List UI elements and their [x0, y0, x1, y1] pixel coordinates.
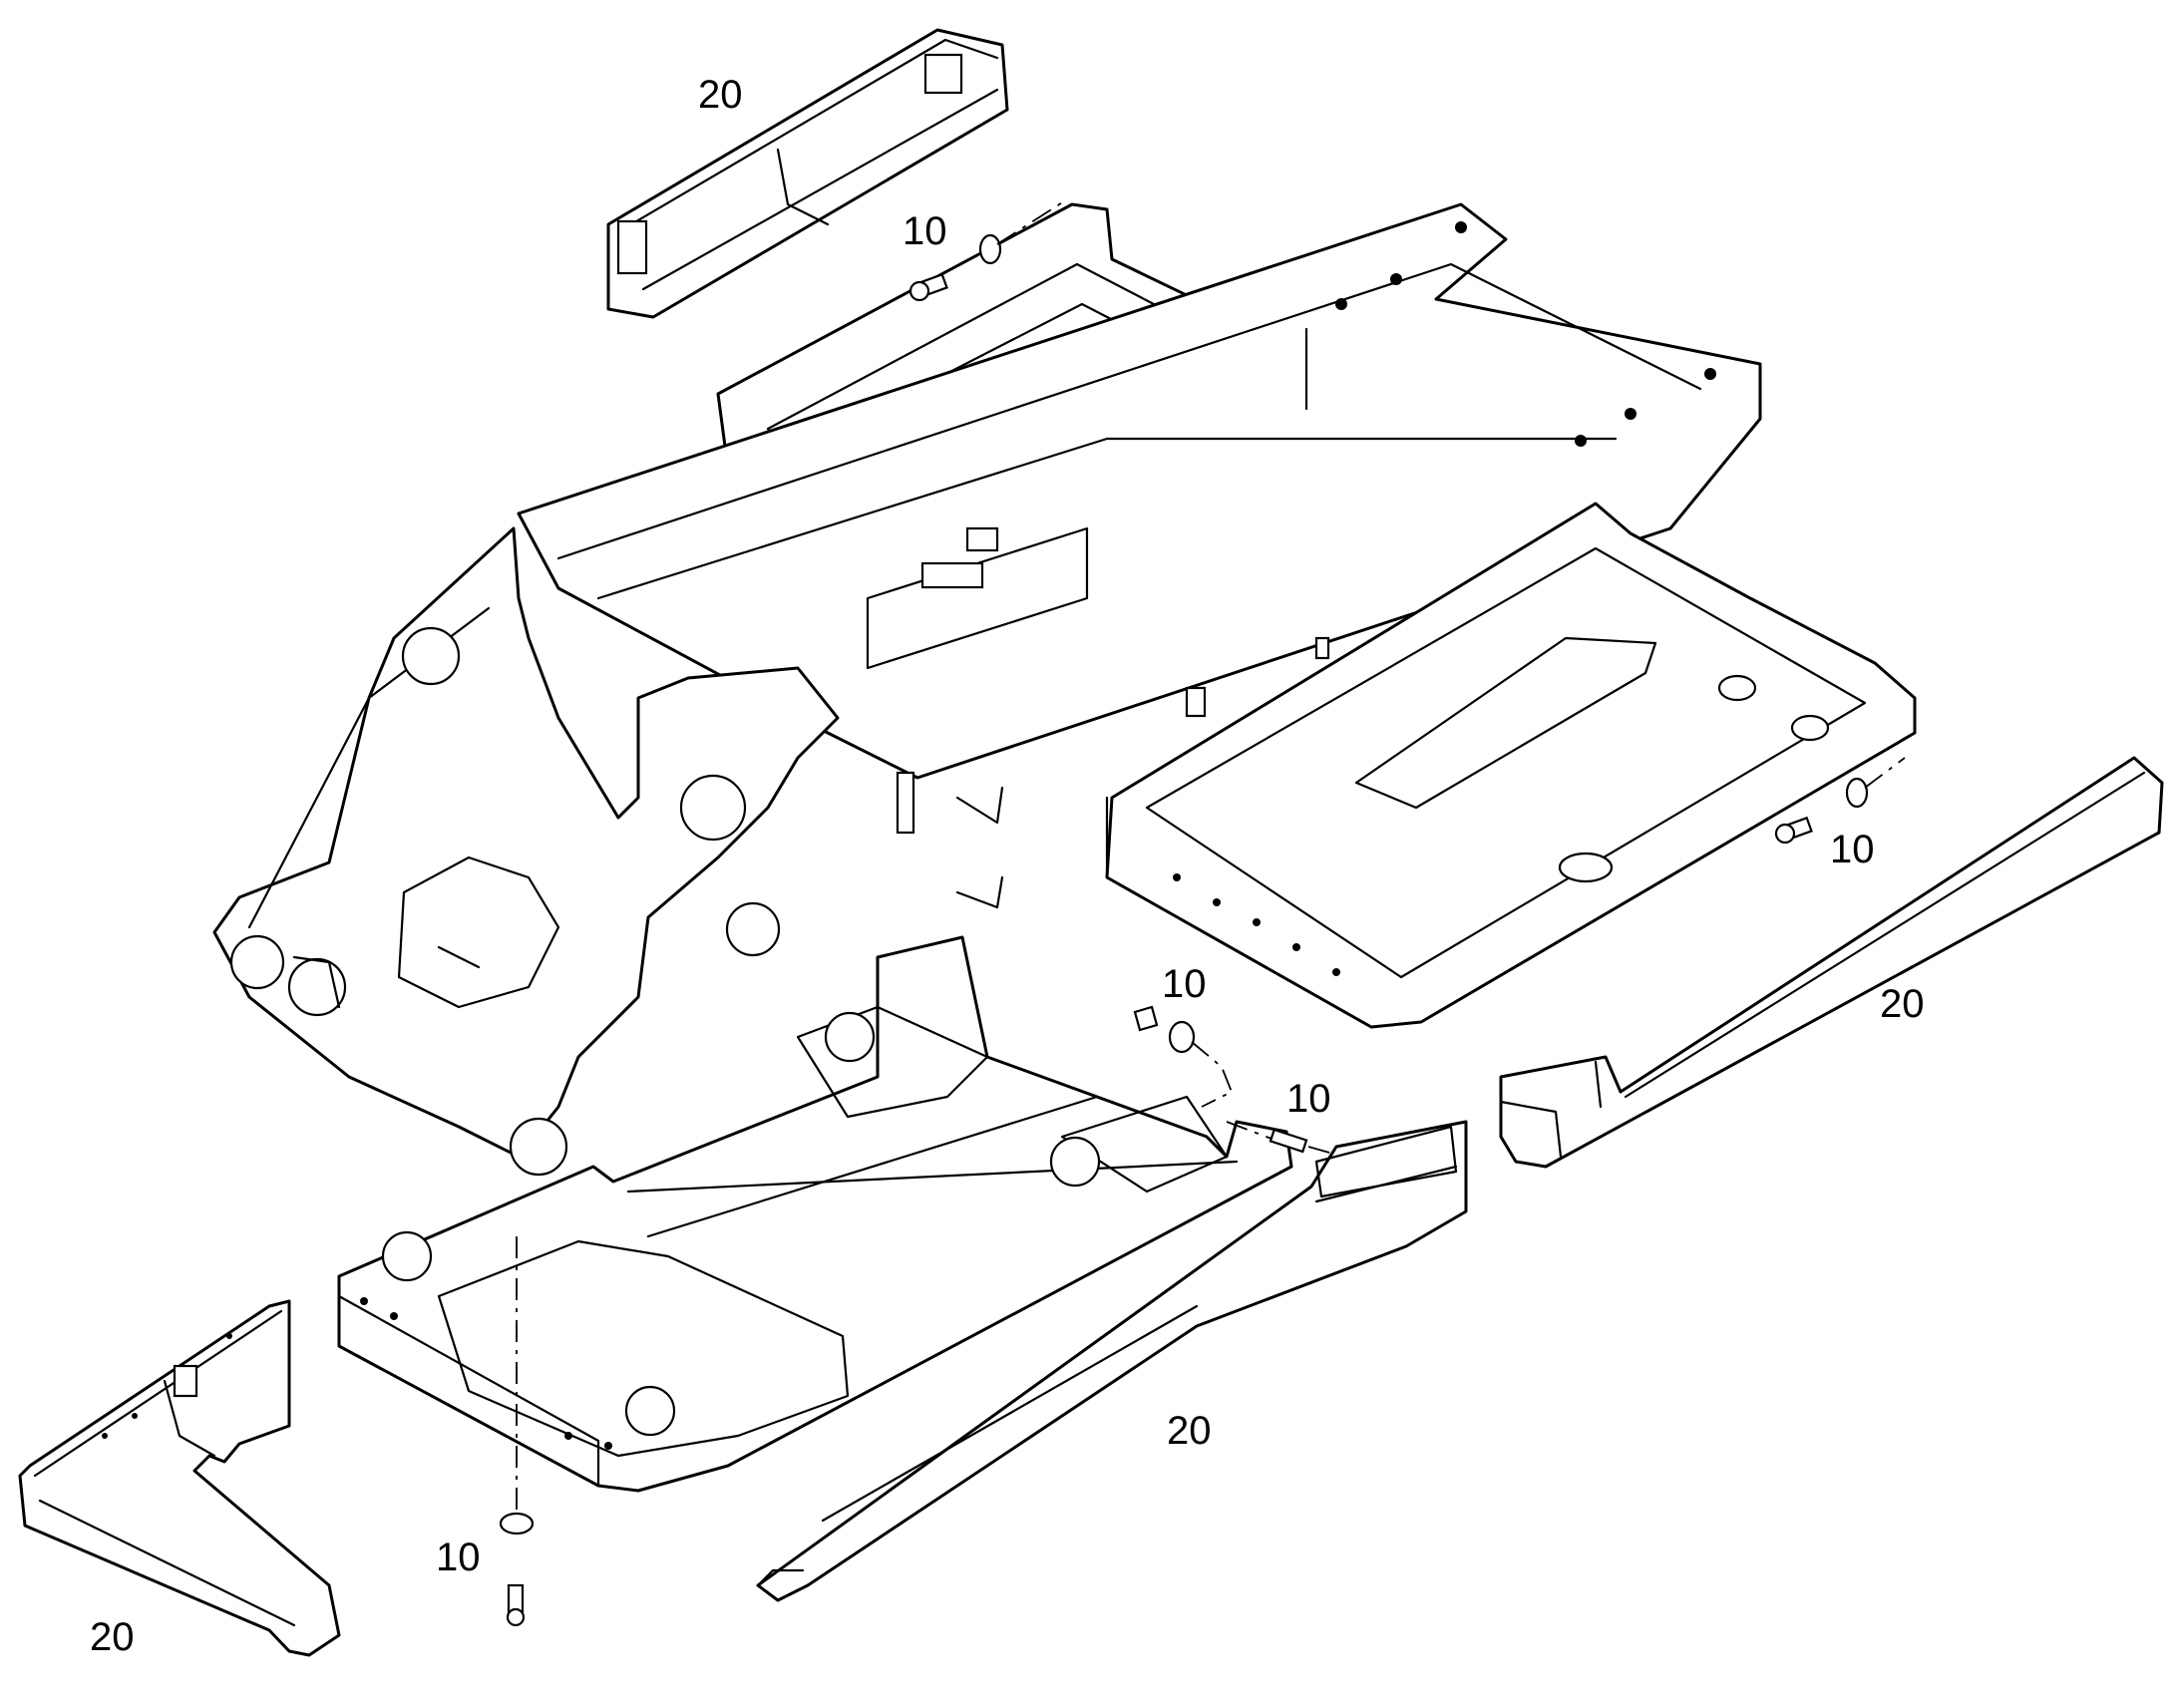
center-cross-members: [866, 526, 1330, 909]
callout-10-middle: 10: [1162, 962, 1207, 1006]
callout-20-bottom-left: 20: [90, 1615, 135, 1659]
fastener-bottom: [499, 1236, 535, 1627]
fastener-stud: [1226, 1121, 1337, 1156]
callout-20-right: 20: [1880, 982, 1925, 1026]
callout-10-bottom: 10: [436, 1536, 481, 1579]
fastener-right: [1774, 757, 1906, 845]
front-lower-frame: [337, 935, 1293, 1493]
main-frame: [212, 202, 1917, 1493]
fastener-top: [908, 198, 1068, 302]
callouts: 20 10 10 20 10 10 20 10 20: [90, 73, 1925, 1659]
callout-10-right: 10: [1830, 828, 1875, 871]
callout-10-stud: 10: [1286, 1077, 1331, 1121]
callout-20-bottom-center: 20: [1167, 1409, 1212, 1453]
callout-20-top: 20: [698, 73, 743, 117]
fastener-middle-washer: [1133, 1005, 1234, 1108]
callout-10-top: 10: [903, 209, 947, 253]
cover-bottom-left: [18, 1299, 341, 1657]
cover-bottom-center: [756, 1120, 1468, 1602]
boom-mount-tower: [212, 526, 840, 1177]
cover-top: [606, 28, 1009, 319]
cover-right: [1499, 756, 2164, 1169]
right-side-frame: [1105, 502, 1917, 1029]
